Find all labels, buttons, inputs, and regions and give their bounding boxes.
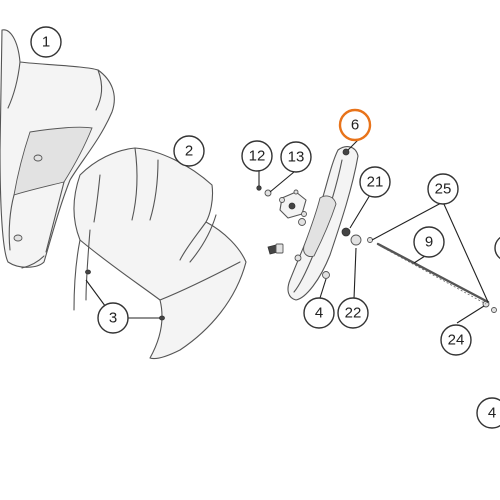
callout-4-center: 4	[303, 297, 335, 329]
svg-text:4: 4	[315, 305, 323, 322]
svg-text:25: 25	[435, 181, 452, 198]
svg-text:4: 4	[488, 405, 496, 422]
svg-text:1: 1	[42, 34, 50, 51]
svg-text:21: 21	[367, 174, 384, 191]
callout-1: 1	[30, 26, 62, 58]
part-windshield	[0, 29, 115, 269]
part-threaded-rod	[376, 242, 490, 305]
callout-22: 22	[337, 297, 369, 329]
svg-text:6: 6	[351, 117, 359, 134]
callout-4-right-edge: 4	[476, 397, 500, 429]
callout-2: 2	[173, 135, 205, 167]
callout-6: 6	[338, 108, 372, 142]
leader-lines	[85, 136, 489, 324]
svg-text:3: 3	[109, 310, 117, 327]
callout-9: 9	[413, 226, 445, 258]
callout-21: 21	[359, 166, 391, 198]
svg-text:9: 9	[425, 234, 433, 251]
svg-text:13: 13	[288, 149, 305, 166]
svg-text:22: 22	[345, 305, 362, 322]
callout-3: 3	[97, 302, 129, 334]
callout-25: 25	[427, 173, 459, 205]
part-knob-assembly	[279, 189, 307, 219]
part-small-hardware	[256, 185, 497, 313]
svg-text:2: 2	[185, 143, 193, 160]
callout-24: 24	[440, 324, 472, 356]
svg-text:24: 24	[448, 332, 465, 349]
callout-12: 12	[241, 140, 273, 172]
callout-partial-right-edge	[494, 236, 500, 260]
part-bracket-arm	[287, 146, 359, 301]
partial-edge-parts	[489, 241, 500, 417]
svg-text:12: 12	[249, 148, 266, 165]
part-fairing-screen	[73, 147, 247, 360]
callout-13: 13	[280, 141, 312, 173]
